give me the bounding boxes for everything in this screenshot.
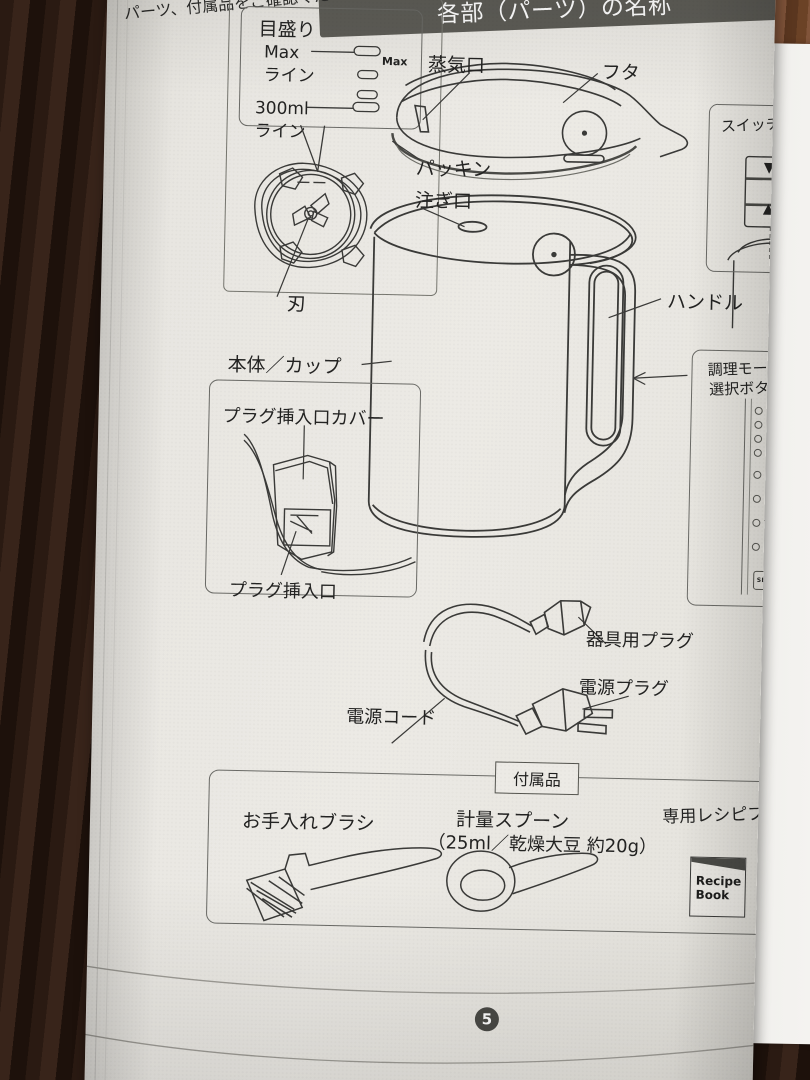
recipe-book-line-2: Book bbox=[695, 888, 730, 903]
max-line-label-2: ライン bbox=[263, 65, 315, 87]
appliance-plug-label: 器具用プラグ bbox=[585, 629, 695, 653]
lid-leader bbox=[562, 72, 599, 104]
mode-lamp-icon bbox=[754, 406, 763, 415]
steam-vent-label: 蒸気口 bbox=[427, 53, 486, 78]
accessories-title: 付属品 bbox=[512, 769, 562, 790]
spout-label: 注ぎ口 bbox=[414, 189, 473, 213]
blade-label: 刃 bbox=[286, 292, 307, 316]
page-edge-line-secondary bbox=[104, 0, 130, 1080]
accessory-sublabel-spoon: （25ml／乾燥大豆 約20g） bbox=[427, 832, 658, 858]
mode-lamp-icon bbox=[751, 542, 760, 551]
control-panel-arrow-icon bbox=[633, 371, 646, 386]
handle-leader bbox=[608, 298, 662, 319]
control-panel-title-2: 選択ボタン bbox=[708, 378, 776, 399]
mode-lamp-icon bbox=[754, 420, 763, 429]
mode-lamp-icon bbox=[753, 448, 762, 457]
power-plug-label: 電源プラグ bbox=[578, 677, 670, 701]
accessories-title-box: 付属品 bbox=[494, 761, 580, 796]
mode-lamp-icon bbox=[754, 434, 763, 443]
lid-label: フタ bbox=[601, 61, 641, 85]
body-cup-leader bbox=[361, 360, 392, 366]
handle-label: ハンドル bbox=[666, 290, 744, 315]
section-title: 各部（パーツ）の名称 bbox=[436, 0, 672, 28]
page-bottom-curve-2 bbox=[84, 1032, 776, 1064]
mode-lamp-icon bbox=[753, 470, 762, 479]
scale-title: 目盛り bbox=[258, 18, 316, 42]
accessory-label-brush: お手入れブラシ bbox=[241, 810, 375, 835]
plug-socket-label: プラグ挿入口 bbox=[228, 579, 338, 604]
mode-lamp-icon bbox=[752, 494, 761, 503]
switch-mark-title: スイッチマーク bbox=[720, 112, 776, 136]
manual-page: 各部（パーツ）の名称 パーツ、付属品をご確認ください 目盛り Max ライン 3… bbox=[84, 0, 776, 1080]
recipe-book-line-1: Recipe bbox=[695, 873, 742, 889]
mode-lamp-icon bbox=[752, 518, 761, 527]
power-cord-label: 電源コード bbox=[345, 706, 437, 730]
packing-label: パッキン bbox=[415, 157, 492, 182]
recipe-book-spine bbox=[691, 858, 745, 871]
body-cup-label: 本体／カップ bbox=[227, 353, 342, 379]
ml-line-label-2: ライン bbox=[254, 121, 306, 143]
recipe-book-icon: Recipe Book bbox=[689, 856, 747, 918]
plug-cover-label: プラグ挿入口カバー bbox=[222, 405, 385, 431]
max-tick-text: Max bbox=[381, 54, 408, 69]
page-number: 5 bbox=[474, 1007, 500, 1032]
control-panel-leader bbox=[633, 374, 688, 379]
panel-rail-left-2 bbox=[746, 398, 753, 595]
page-bottom-curve-1 bbox=[84, 964, 776, 994]
